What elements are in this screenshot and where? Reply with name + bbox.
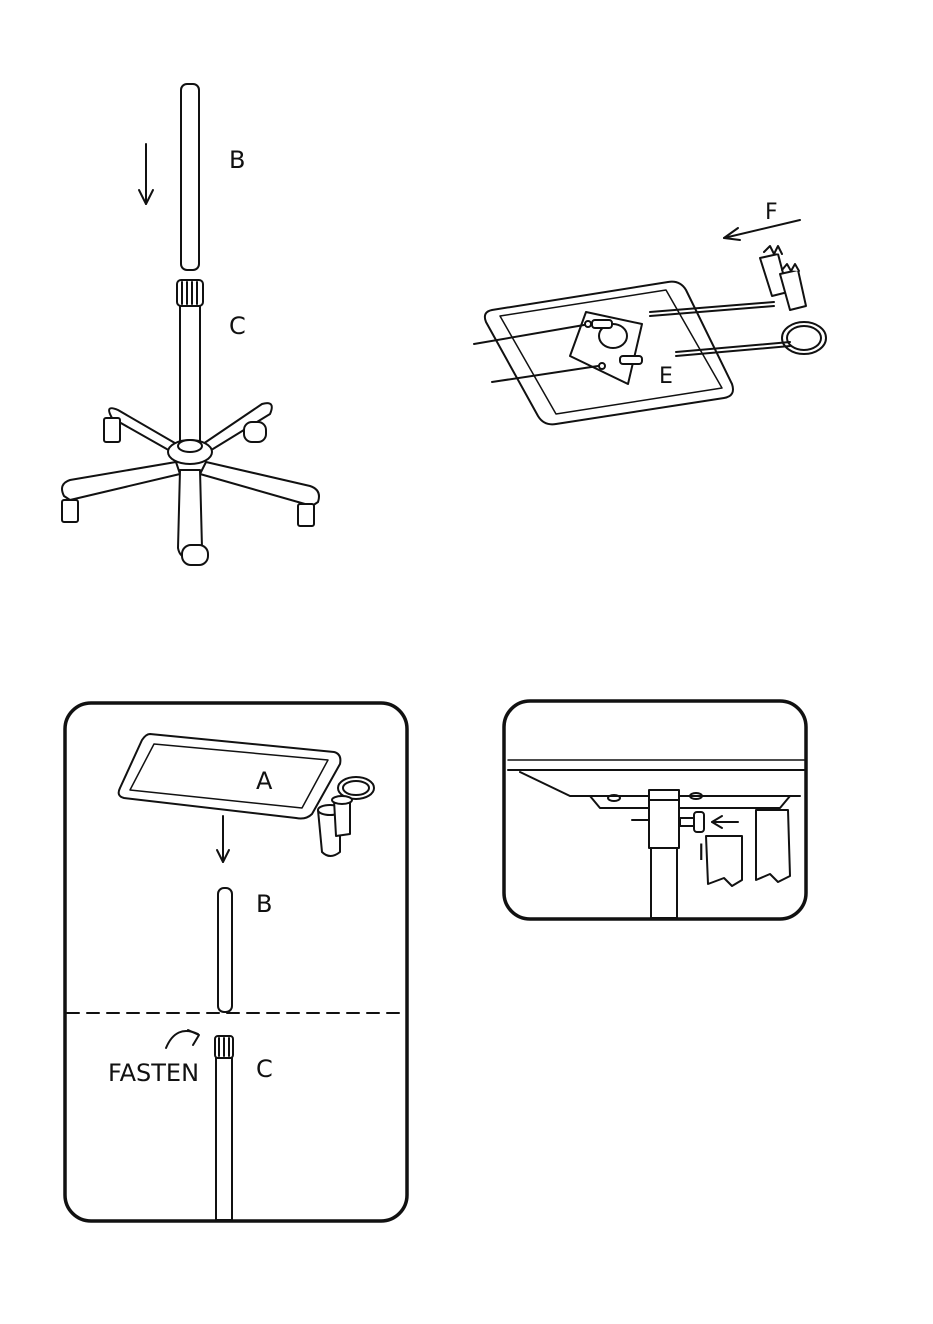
- label-f: F: [765, 200, 778, 225]
- column-c: [216, 1058, 232, 1220]
- panel-tray-mount: A B C FASTEN: [65, 703, 407, 1221]
- holder-cups: [760, 246, 806, 310]
- column-nut: [177, 280, 203, 306]
- column-c-pole: [180, 306, 200, 444]
- label-a: A: [256, 767, 273, 795]
- label-e: E: [659, 364, 673, 389]
- label-b-stand: B: [229, 146, 245, 174]
- label-c-stand: C: [229, 312, 246, 340]
- panel-stand-base: B C: [62, 84, 319, 565]
- column-pole: [651, 848, 677, 918]
- label-b-tray: B: [256, 890, 272, 918]
- tube-b-upper: [181, 84, 199, 270]
- tube-b: [218, 888, 232, 1012]
- label-c-tray: C: [256, 1055, 273, 1083]
- label-i: I: [698, 841, 705, 866]
- panel-tray-underside: F E: [474, 200, 826, 424]
- panel-knob-detail: I: [504, 701, 806, 919]
- fasten-label: FASTEN: [108, 1059, 199, 1087]
- left-arrow-icon: [724, 220, 800, 240]
- column-nut-top: [215, 1036, 233, 1058]
- down-arrow-icon: [139, 144, 153, 204]
- column-sleeve: [649, 790, 679, 848]
